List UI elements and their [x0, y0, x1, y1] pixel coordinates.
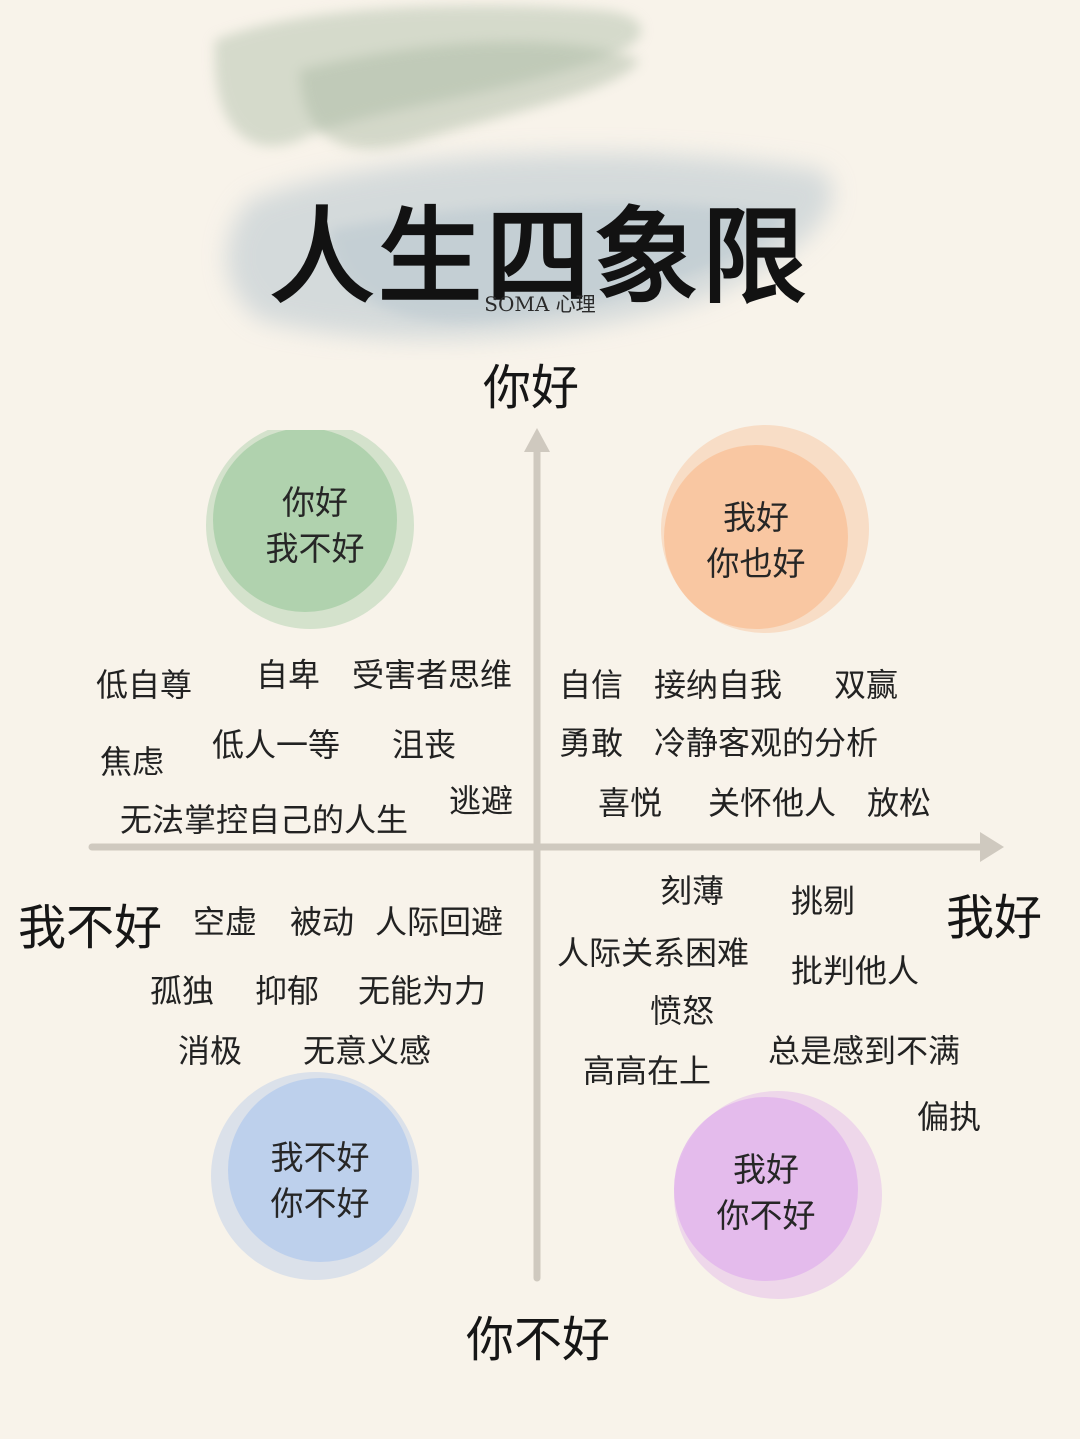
circle-line: 你也好 [706, 544, 806, 583]
circle-line: 我好 [723, 498, 789, 537]
circle-top-left [206, 430, 414, 629]
circle-label-top-left: 你好 我不好 [225, 480, 405, 572]
circle-line: 我不好 [270, 1138, 370, 1177]
trait-word: 批判他人 [791, 952, 920, 990]
watercolor-brush-decoration [214, 5, 833, 339]
trait-word: 低自尊 [96, 666, 193, 704]
circle-line: 你不好 [716, 1196, 816, 1235]
axis-label-left: 我不好 [18, 900, 163, 956]
trait-word: 消极 [178, 1032, 243, 1070]
circle-line: 我不好 [265, 529, 365, 568]
page-title: 人生四象限 [269, 196, 810, 318]
circle-top-right [661, 425, 869, 633]
axis-label-bottom: 你不好 [466, 1312, 611, 1368]
axis-label-right: 我好 [946, 890, 1043, 946]
circle-label-bottom-right: 我好 你不好 [676, 1147, 856, 1239]
trait-word: 高高在上 [583, 1052, 712, 1090]
trait-word: 沮丧 [392, 726, 457, 764]
trait-word: 逃避 [449, 782, 514, 820]
trait-word: 自信 [559, 666, 624, 704]
trait-word: 偏执 [917, 1098, 982, 1136]
trait-word: 刻薄 [660, 872, 725, 910]
circle-line: 你不好 [270, 1184, 370, 1223]
trait-word: 勇敢 [559, 724, 624, 762]
circle-label-top-right: 我好 你也好 [666, 495, 846, 587]
trait-word: 喜悦 [598, 784, 663, 822]
circle-line: 我好 [733, 1150, 799, 1189]
trait-word: 双赢 [834, 666, 899, 704]
circle-line: 你好 [282, 483, 348, 522]
trait-word: 无能为力 [358, 972, 487, 1010]
trait-word: 自卑 [256, 656, 321, 694]
horizontal-axis-arrow [980, 832, 1004, 862]
trait-word: 冷静客观的分析 [654, 724, 879, 762]
trait-word: 人际关系困难 [557, 934, 750, 972]
trait-word: 受害者思维 [352, 656, 513, 694]
trait-word: 愤怒 [650, 992, 715, 1030]
axis-label-top: 你好 [483, 360, 580, 416]
circle-bottom-left [211, 1072, 419, 1280]
circle-bottom-right [674, 1091, 882, 1299]
trait-word: 总是感到不满 [768, 1032, 961, 1070]
trait-word: 无法掌控自己的人生 [120, 801, 409, 839]
trait-word: 无意义感 [303, 1032, 432, 1070]
vertical-axis-arrow [524, 428, 550, 452]
page-subtitle: SOMA 心理 [484, 292, 596, 316]
trait-word: 低人一等 [212, 726, 341, 764]
trait-word: 人际回避 [375, 903, 504, 941]
trait-word: 抑郁 [255, 972, 320, 1010]
trait-word: 焦虑 [100, 743, 165, 781]
trait-word: 被动 [290, 903, 355, 941]
trait-word: 关怀他人 [708, 784, 837, 822]
trait-word: 孤独 [150, 972, 215, 1010]
trait-word: 空虚 [193, 903, 258, 941]
trait-word: 放松 [867, 784, 932, 822]
trait-word: 接纳自我 [654, 666, 783, 704]
trait-word: 挑剔 [791, 882, 856, 920]
circle-label-bottom-left: 我不好 你不好 [230, 1135, 410, 1227]
